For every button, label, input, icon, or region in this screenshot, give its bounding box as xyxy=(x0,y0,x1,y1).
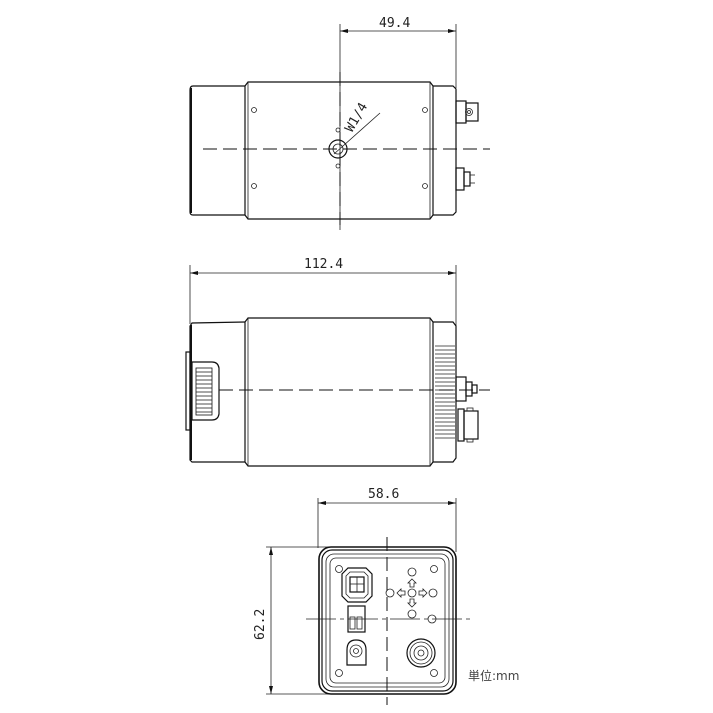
bnc-connector xyxy=(406,638,436,668)
side-view: 112.4 xyxy=(185,257,490,467)
dimension-62-2: 62.2 xyxy=(253,609,268,640)
dc-jack xyxy=(346,639,367,666)
dimension-58-6: 58.6 xyxy=(368,487,399,502)
power-connector xyxy=(341,567,373,603)
top-view: 49.4 W1/4 xyxy=(189,16,490,230)
tripod-thread-label: W1/4 xyxy=(342,100,371,135)
rear-view: 58.6 62.2 xyxy=(253,487,519,705)
units-label: 単位:mm xyxy=(468,668,519,683)
dimension-49-4: 49.4 xyxy=(379,16,410,31)
heat-sink-fins xyxy=(435,345,455,439)
dimension-112-4: 112.4 xyxy=(304,257,343,272)
focus-ring-knurl xyxy=(195,367,213,416)
